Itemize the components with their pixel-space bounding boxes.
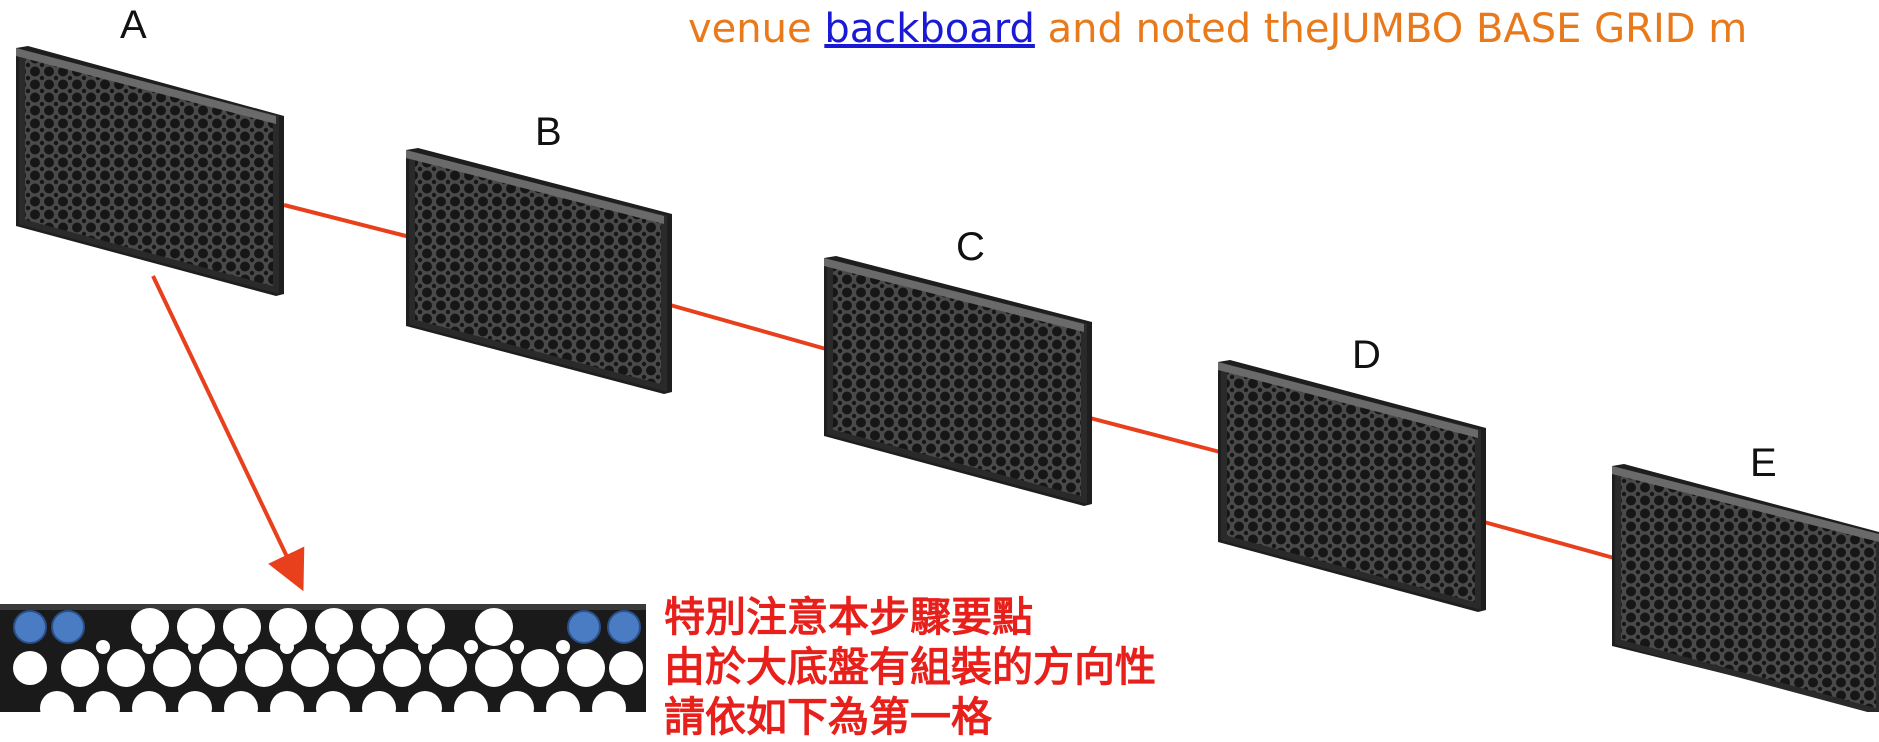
- connector-a-b: [283, 203, 411, 239]
- grid-panel-c: [824, 256, 1092, 506]
- closeup-small-circles: [96, 640, 570, 654]
- grid-panel-e: [1612, 464, 1879, 712]
- backboard-link[interactable]: backboard: [824, 6, 1035, 52]
- closeup-circles-row-2: [13, 649, 643, 687]
- note-line-1: 特別注意本步驟要點: [664, 593, 1033, 641]
- grid-label-b: B: [535, 110, 562, 154]
- connector-lines: [283, 203, 1615, 560]
- grid-panel-b: [406, 148, 672, 394]
- red-arrow: [151, 275, 305, 592]
- note-line-2: 由於大底盤有組裝的方向性: [664, 643, 1156, 691]
- connector-d-e: [1483, 520, 1615, 560]
- grid-label-e: E: [1750, 441, 1777, 485]
- closeup-circles-row-3: [40, 691, 626, 712]
- header-text: venue backboard and noted theJUMBO BASE …: [688, 6, 1747, 52]
- grid-panel-a: [16, 46, 284, 296]
- closeup-circles-row-1: [131, 608, 513, 646]
- grid-label-d: D: [1352, 333, 1381, 377]
- grid-panel-d: [1218, 360, 1486, 612]
- assembly-diagram: A B C D E: [0, 3, 1879, 712]
- header-suffix: and noted theJUMBO BASE GRID m: [1034, 6, 1748, 52]
- highlight-circles: [13, 610, 641, 644]
- grid-label-c: C: [956, 225, 985, 269]
- grid-label-a: A: [120, 3, 147, 47]
- grid-closeup: [0, 604, 646, 712]
- header-prefix: venue: [688, 6, 825, 52]
- note-line-3: 請依如下為第一格: [664, 693, 992, 741]
- connector-b-c: [669, 303, 827, 351]
- assembly-note: 特別注意本步驟要點 由於大底盤有組裝的方向性 請依如下為第一格: [664, 592, 1156, 742]
- connector-c-d: [1089, 416, 1221, 454]
